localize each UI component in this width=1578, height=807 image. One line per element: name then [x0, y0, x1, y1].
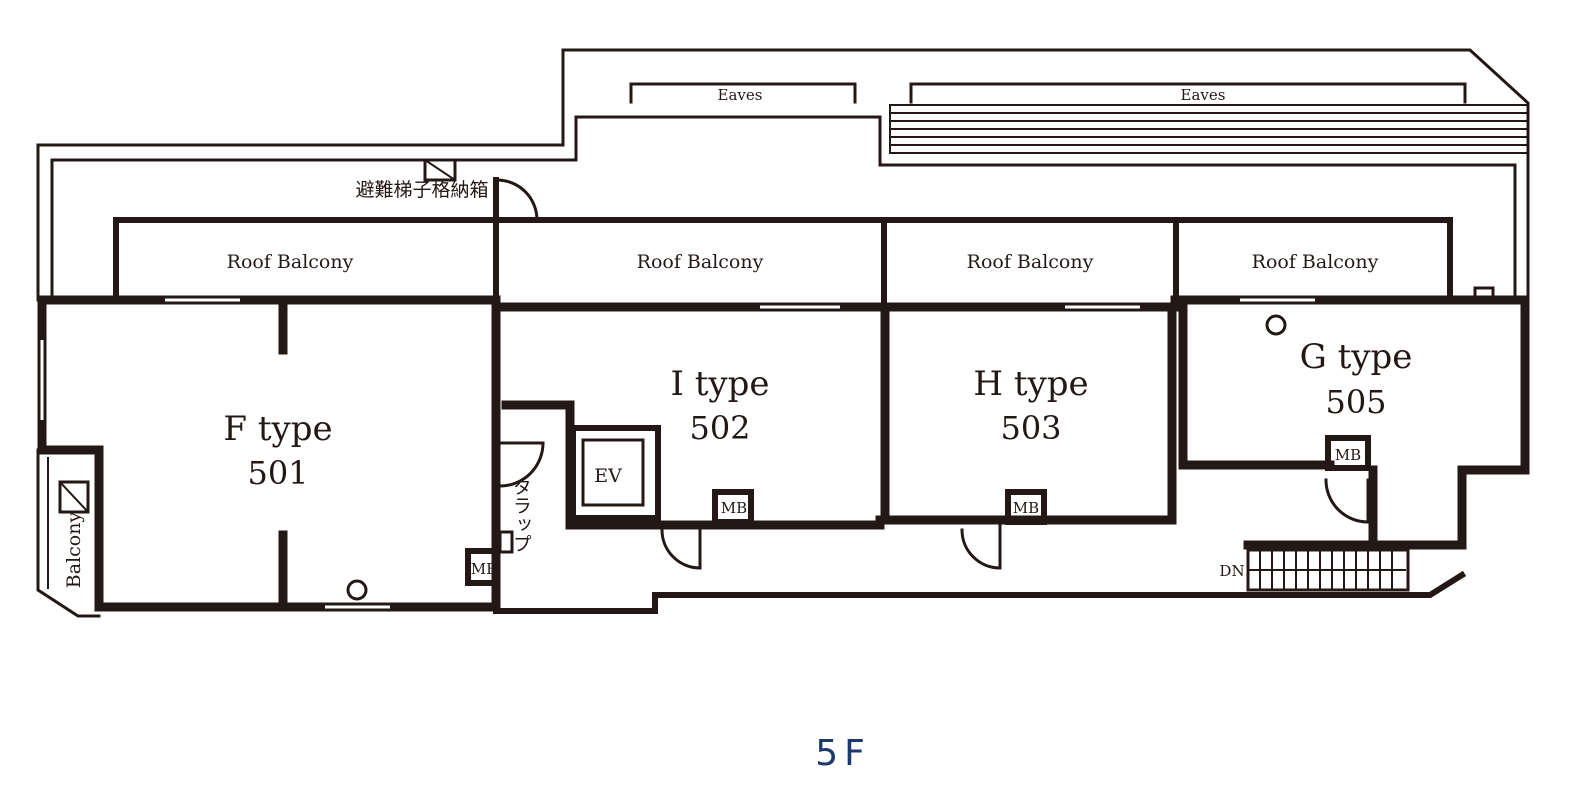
drain-icon	[346, 579, 368, 601]
floor-label: 5F	[815, 733, 871, 774]
roof-louvers	[889, 104, 1528, 154]
unit-number-label: 501	[247, 454, 308, 492]
trap-label: タラップ	[510, 477, 532, 553]
unit-type-label: H type	[973, 364, 1088, 404]
unit-type-label: I type	[671, 364, 770, 404]
unit-501: F type 501	[223, 409, 332, 492]
roof-balcony-row: Roof Balcony Roof Balcony Roof Balcony R…	[113, 177, 1495, 303]
meter-box-502: MB	[712, 489, 754, 525]
unit-number-label: 503	[1000, 409, 1061, 447]
unit-505: G type 505	[1300, 337, 1413, 421]
unit-type-label: G type	[1300, 337, 1413, 377]
elevator: EV	[570, 425, 661, 521]
roof-balcony-label: Roof Balcony	[637, 251, 764, 273]
balcony-501: Balcony	[58, 480, 90, 589]
trap-ladder: タラップ	[498, 477, 532, 554]
ladder-storage-label: 避難梯子格納箱	[355, 179, 488, 201]
ev-label: EV	[594, 465, 622, 487]
meter-box-503: MB	[1005, 489, 1047, 525]
meter-box-505: MB	[1325, 435, 1371, 471]
windows	[40, 298, 1315, 609]
roof-balcony-label: Roof Balcony	[1252, 251, 1379, 273]
unit-type-label: F type	[223, 409, 332, 449]
parapet-outline	[36, 48, 1530, 302]
unit-503: H type 503	[973, 364, 1088, 447]
unit-number-label: 505	[1325, 383, 1386, 421]
eaves-right: Eaves	[909, 82, 1467, 104]
ladder-storage-box: 避難梯子格納箱	[355, 158, 539, 222]
stairs-label: DN	[1219, 562, 1244, 580]
roof-balcony-label: Roof Balcony	[967, 251, 1094, 273]
mb-label: MB	[1013, 499, 1039, 517]
eaves-left: Eaves	[629, 82, 857, 104]
doors	[498, 441, 1370, 570]
eaves-label: Eaves	[1181, 86, 1226, 104]
roof-balcony-label: Roof Balcony	[227, 251, 354, 273]
staircase: DN	[1219, 548, 1410, 592]
eaves-label: Eaves	[718, 86, 763, 104]
drain-icon	[1265, 314, 1287, 336]
mb-label: MB	[721, 499, 747, 517]
mb-label: MB	[1335, 446, 1361, 464]
meter-box-501: MB	[465, 548, 499, 586]
unit-502: I type 502	[671, 364, 770, 447]
mb-label: MB	[471, 560, 497, 578]
unit-number-label: 502	[689, 409, 750, 447]
balcony-label: Balcony	[63, 512, 85, 589]
